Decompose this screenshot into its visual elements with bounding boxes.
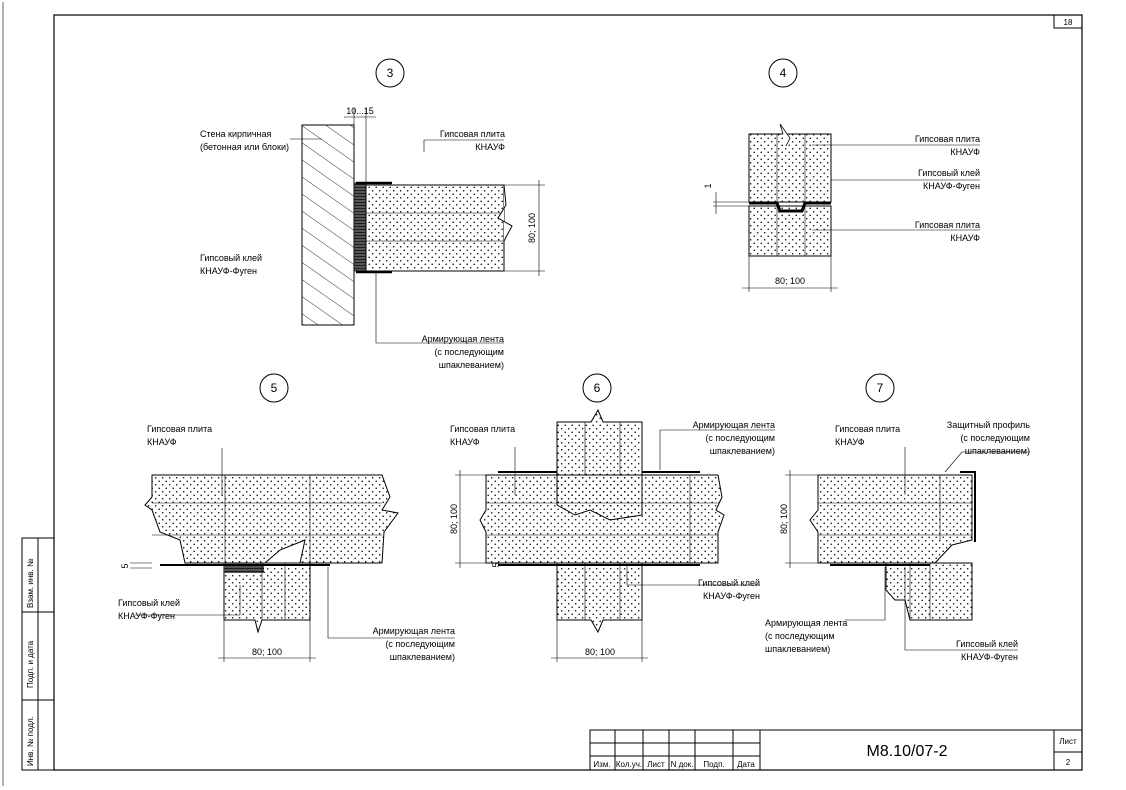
d6-tape-label-2: (с последующим — [705, 433, 775, 443]
detail-4-number: 4 — [780, 66, 787, 80]
sheet-frame — [53, 14, 1083, 771]
d3-tape-label-2: (с последующим — [434, 347, 504, 357]
d5-thickness-dim: 80; 100 — [252, 647, 282, 657]
d3-board-label-2: КНАУФ — [475, 142, 505, 152]
detail-5: 5 5 80; 100 Гипсовая плита КНАУФ Гипсовы… — [118, 373, 455, 662]
d5-gap-dim: 5 — [120, 563, 130, 568]
d4-board-bottom-label-2: КНАУФ — [950, 233, 980, 243]
d4-board-bottom-label: Гипсовая плита — [915, 220, 980, 230]
detail-4-marker — [768, 58, 798, 88]
tb-col-sign: Подп. — [703, 760, 724, 769]
d6-board-label-2: КНАУФ — [450, 437, 480, 447]
d7-profile-label: Защитный профиль — [947, 420, 1031, 430]
page-number-box: 18 — [1053, 14, 1083, 29]
d7-thickness-dim: 80; 100 — [779, 504, 789, 534]
side-stamp — [21, 537, 55, 771]
d7-profile-label-2: (с последующим — [960, 433, 1030, 443]
d3-glue-label: Гипсовый клей — [200, 253, 262, 263]
d7-tape-label-3: шпаклеванием) — [765, 644, 830, 654]
gypsum-board — [365, 184, 505, 272]
d6-board-label: Гипсовая плита — [450, 424, 515, 434]
d6-thickness-h-dim: 80; 100 — [585, 647, 615, 657]
d3-thickness-dim: 80; 100 — [527, 213, 537, 243]
d5-cross-board — [223, 562, 311, 634]
d7-glue-label: Гипсовый клей — [956, 639, 1018, 649]
d4-glue-label-2: КНАУФ-Фуген — [923, 181, 980, 191]
d3-wall-label-2: (бетонная или блоки) — [200, 142, 289, 152]
d7-profile-label-3: шпаклеванием) — [965, 446, 1030, 456]
d4-glue-label: Гипсовый клей — [918, 168, 980, 178]
d6-main-board — [479, 474, 725, 564]
d7-board-label: Гипсовая плита — [835, 424, 900, 434]
d5-board-label: Гипсовая плита — [147, 424, 212, 434]
d7-tape-label: Армирующая лента — [765, 618, 847, 628]
d6-glue-label: Гипсовый клей — [698, 578, 760, 588]
sheet-number: 2 — [1066, 758, 1071, 767]
d6-bottom-board — [556, 562, 643, 634]
d6-thickness-v-dim: 80; 100 — [449, 504, 459, 534]
d5-main-board — [144, 474, 399, 564]
detail-5-marker — [259, 373, 289, 403]
detail-3: 3 10...15 80; 100 Стена кирпичная (бетон… — [200, 58, 545, 370]
d4-board-top-label-2: КНАУФ — [950, 147, 980, 157]
d4-board-bottom — [748, 205, 832, 257]
title-block — [589, 729, 1083, 771]
d7-glue-label-2: КНАУФ-Фуген — [961, 652, 1018, 662]
detail-5-number: 5 — [271, 381, 278, 395]
d7-tape-label-2: (с последующим — [765, 631, 835, 641]
d4-board-top — [748, 133, 832, 203]
tb-col-change: Изм. — [593, 760, 610, 769]
detail-3-marker — [375, 58, 405, 88]
brick-wall — [301, 124, 355, 326]
d5-tape-label-3: шпаклеванием) — [390, 652, 455, 662]
d3-tape-label: Армирующая лента — [422, 334, 504, 344]
d6-glue-label-2: КНАУФ-Фуген — [703, 591, 760, 601]
tb-col-doc: N док. — [671, 760, 694, 769]
d3-tape-label-3: шпаклеванием) — [439, 360, 504, 370]
detail-6: 6 80; 100 5 80; 100 Гипсовая плита КНАУФ… — [449, 373, 775, 662]
detail-6-marker — [582, 373, 612, 403]
side-stamp-sign: Подп. и дата — [26, 640, 35, 688]
d5-glue-label-2: КНАУФ-Фуген — [118, 611, 175, 621]
detail-7-number: 7 — [877, 381, 884, 395]
d6-tape-label: Армирующая лента — [693, 420, 775, 430]
page-number: 18 — [1064, 18, 1073, 27]
tb-col-count: Кол.уч. — [616, 760, 642, 769]
detail-6-number: 6 — [594, 381, 601, 395]
tb-col-date: Дата — [737, 760, 755, 769]
d6-tape-label-3: шпаклеванием) — [710, 446, 775, 456]
detail-7: 7 80; 100 Гипсовая плита КНАУФ Защитный … — [765, 373, 1031, 662]
d3-board-label: Гипсовая плита — [440, 129, 505, 139]
d7-cross-board — [885, 562, 973, 621]
sheet-label: Лист — [1059, 737, 1077, 746]
d4-gap-dim: 1 — [703, 183, 713, 188]
detail-7-marker — [865, 373, 895, 403]
d5-tape-label: Армирующая лента — [373, 626, 455, 636]
side-stamp-inventory: Инв. № подл. — [26, 716, 35, 766]
side-stamp-replace: Взам. инв. № — [26, 558, 35, 608]
d3-glue-label-2: КНАУФ-Фуген — [200, 266, 257, 276]
d4-thickness-dim: 80; 100 — [775, 276, 805, 286]
d5-tape-label-2: (с последующим — [385, 639, 455, 649]
drawing-code: М8.10/07-2 — [867, 743, 948, 760]
d4-board-top-label: Гипсовая плита — [915, 134, 980, 144]
tb-col-sheet: Лист — [647, 760, 665, 769]
glue-layer — [353, 182, 367, 272]
detail-4: 4 1 80; 100 Гипсовая плита КНАУФ Гипсовы… — [703, 58, 980, 292]
d7-main-board — [809, 474, 973, 564]
d7-board-label-2: КНАУФ — [835, 437, 865, 447]
d6-top-board — [556, 408, 643, 521]
detail-3-number: 3 — [387, 66, 394, 80]
d5-glue-label: Гипсовый клей — [118, 598, 180, 608]
d3-gap-dim: 10...15 — [346, 106, 374, 116]
d5-glue — [224, 563, 264, 573]
d6-gap-dim: 5 — [491, 562, 501, 567]
d3-wall-label: Стена кирпичная — [200, 129, 272, 139]
d5-board-label-2: КНАУФ — [147, 437, 177, 447]
